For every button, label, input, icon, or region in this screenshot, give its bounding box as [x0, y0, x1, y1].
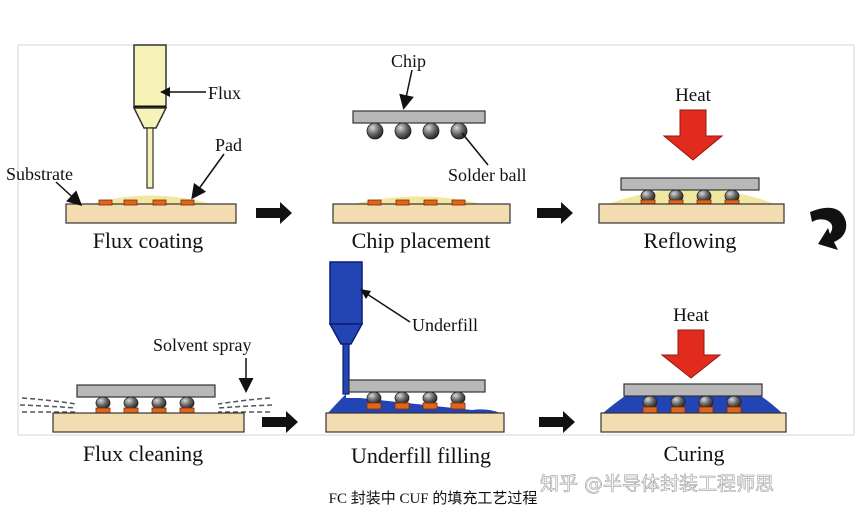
- label-flux: Flux: [208, 83, 241, 103]
- substrate-block: [598, 203, 785, 224]
- label-substrate: Substrate: [6, 164, 73, 184]
- flow-arrow-icon: [537, 202, 573, 224]
- step-label: Flux cleaning: [83, 441, 203, 466]
- flow-arrow-icon: [539, 411, 575, 433]
- chip-leader: [399, 69, 414, 110]
- chip-die: [623, 383, 763, 397]
- heat-arrow-icon: [660, 329, 722, 379]
- solder-balls: [366, 122, 468, 140]
- solder-joints: [366, 391, 466, 410]
- substrate-block: [325, 412, 505, 433]
- underfill-leader: [363, 291, 411, 323]
- step-label: Underfill filling: [351, 443, 491, 468]
- solder-joints: [642, 395, 742, 414]
- label-solvent-spray: Solvent spray: [153, 335, 252, 355]
- label-heat: Heat: [675, 85, 712, 106]
- solvent-spray-lines: [19, 397, 273, 413]
- chip-die: [620, 177, 760, 191]
- chip-die: [76, 384, 216, 398]
- flow-arrow-icon: [262, 411, 298, 433]
- pads: [98, 199, 195, 206]
- substrate-block: [600, 412, 787, 433]
- substrate-block: [52, 412, 245, 433]
- heat-arrow-icon: [662, 109, 724, 161]
- pads: [367, 199, 466, 206]
- step-chip-placement: Chip Solder ball Chip placement: [332, 51, 527, 253]
- substrate-block: [332, 203, 511, 224]
- substrate-block: [65, 203, 237, 224]
- chip-die: [352, 110, 486, 124]
- watermark-text: 知乎 @半导体封装工程师思: [540, 473, 774, 495]
- flow-arrow-icon: [256, 202, 292, 224]
- label-heat: Heat: [673, 305, 710, 326]
- solder-ball-leader: [461, 132, 489, 166]
- step-flux-coating: Flux Pad Substrate Flux coating: [6, 44, 242, 253]
- label-solder-ball: Solder ball: [448, 165, 527, 185]
- label-underfill: Underfill: [412, 315, 478, 335]
- step-label: Curing: [663, 441, 724, 466]
- solder-joints: [95, 396, 195, 414]
- label-pad: Pad: [215, 135, 242, 155]
- flux-nozzle: [132, 44, 168, 189]
- step-label: Reflowing: [644, 228, 737, 253]
- substrate-leader: [55, 181, 83, 207]
- step-label: Flux coating: [93, 228, 204, 253]
- solder-joints: [640, 189, 740, 206]
- step-label: Chip placement: [352, 228, 491, 253]
- turn-arrow-icon: [810, 207, 847, 250]
- figure-caption: FC 封装中 CUF 的填充工艺过程: [329, 490, 538, 507]
- pad-leader: [191, 153, 225, 200]
- step-underfill-filling: Underfill Underfill filling: [325, 261, 505, 468]
- step-flux-cleaning: Solvent spray Flux cleaning: [19, 335, 273, 466]
- underfill-nozzle: [328, 261, 364, 395]
- label-chip: Chip: [391, 51, 426, 71]
- chip-die: [348, 379, 486, 393]
- step-reflowing: Heat Reflowing: [598, 85, 785, 253]
- underfill-material: [603, 394, 782, 413]
- step-curing: Heat Curing: [600, 305, 787, 466]
